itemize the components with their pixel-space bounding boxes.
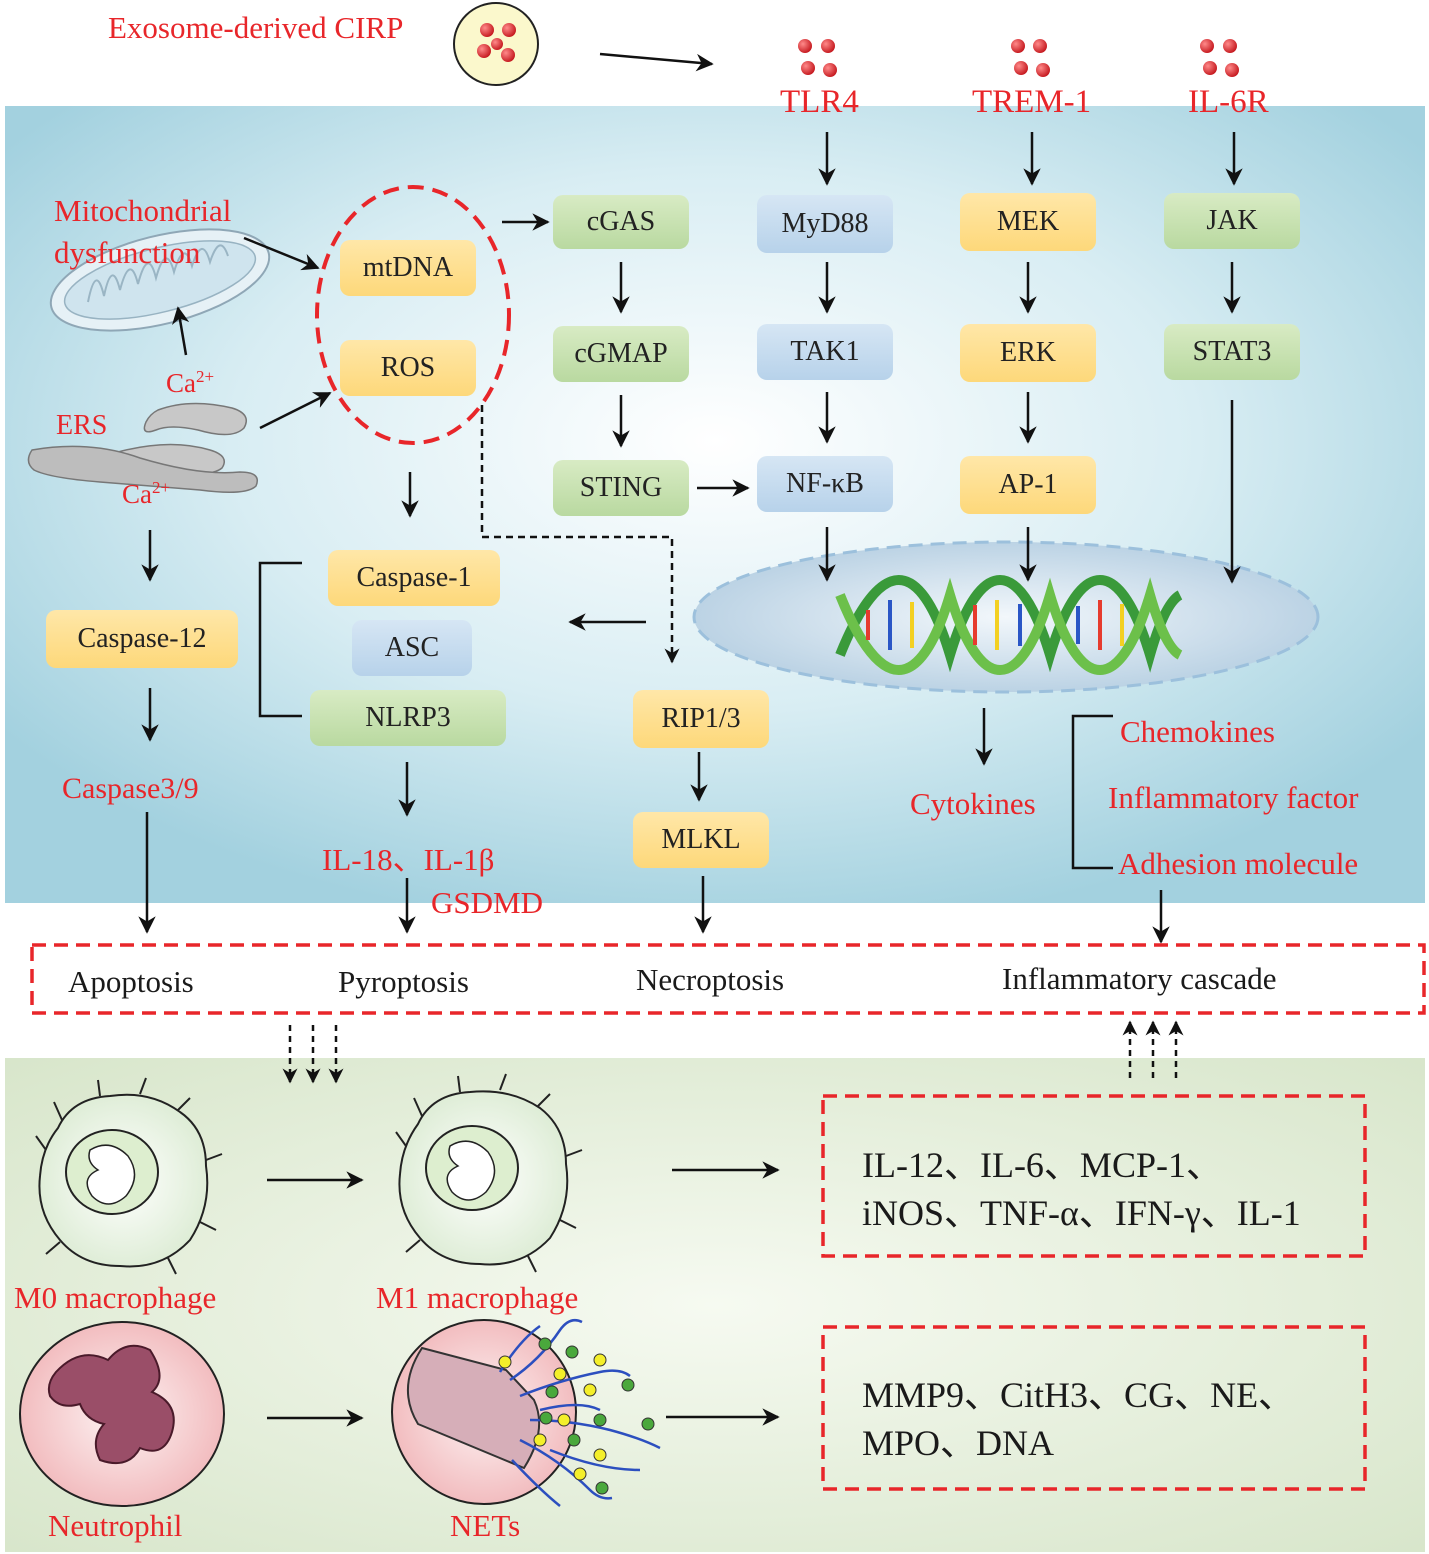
immune-panel [5, 1058, 1425, 1552]
m0-macrophage-icon [35, 1077, 223, 1275]
receptor-il6r: IL-6R [1188, 84, 1269, 120]
m1-products-line1: IL-12、IL-6、MCP-1、 [862, 1145, 1222, 1185]
mediators-bracket [1071, 714, 1113, 870]
box-caspase1: Caspase-1 [328, 550, 500, 606]
box-myd88: MyD88 [757, 195, 893, 253]
label-caspase39: Caspase3/9 [62, 772, 199, 805]
label-il18-il1b: IL-18、IL-1β [322, 842, 495, 877]
cirp-dots-trem1 [1011, 39, 1050, 77]
box-cgmap: cGMAP [553, 326, 689, 382]
box-ros: ROS [340, 340, 476, 396]
inflammasome-bracket [258, 561, 302, 718]
net-products-line2: MPO、DNA [862, 1423, 1055, 1463]
ers-label: ERS [56, 410, 108, 441]
label-cytokines: Cytokines [910, 786, 1036, 821]
box-nlrp3: NLRP3 [310, 690, 506, 746]
outcomes-box [30, 943, 1426, 1015]
cirp-dots-il6r [1200, 39, 1239, 77]
mtdna-ros-group-outline [315, 185, 511, 445]
box-jak: JAK [1164, 193, 1300, 249]
label-m0-macrophage: M0 macrophage [14, 1280, 217, 1315]
net-products-box [821, 1325, 1367, 1491]
mito-label-line1: Mitochondrial [54, 193, 232, 228]
label-chemokines: Chemokines [1120, 714, 1275, 749]
receptor-tlr4: TLR4 [780, 84, 859, 120]
outcome-necroptosis: Necroptosis [636, 962, 785, 997]
box-mlkl: MLKL [633, 812, 769, 868]
cirp-dots-exosome [477, 23, 516, 62]
label-adhesion-molecule: Adhesion molecule [1118, 846, 1359, 881]
ca-label-upper: Ca2+ [166, 367, 215, 398]
er-icon [27, 402, 258, 493]
receptor-trem1: TREM-1 [972, 84, 1092, 120]
m1-products-box [821, 1094, 1367, 1258]
nucleus-outline [692, 540, 1320, 694]
box-erk: ERK [960, 324, 1096, 382]
dna-helix-icon [835, 575, 1183, 675]
neutrophil-icon [19, 1321, 225, 1507]
label-inflammatory-factor: Inflammatory factor [1108, 780, 1359, 815]
arrow-exosome-to-receptors [599, 52, 714, 72]
ca-label-lower: Ca2+ [122, 478, 171, 509]
mito-label-line2: dysfunction [54, 235, 201, 270]
m1-products-line2: iNOS、TNF-α、IFN-γ、IL-1 [862, 1193, 1301, 1233]
label-m1-macrophage: M1 macrophage [376, 1280, 579, 1315]
outcome-inflammatory-cascade: Inflammatory cascade [1002, 961, 1277, 996]
cirp-dots-tlr4 [798, 39, 837, 77]
box-mtdna: mtDNA [340, 240, 476, 296]
label-nets: NETs [450, 1508, 521, 1543]
box-caspase12: Caspase-12 [46, 610, 238, 668]
source-label: Exosome-derived CIRP [108, 10, 404, 45]
box-ap1: AP-1 [960, 456, 1096, 514]
mitochondrion-icon [49, 228, 271, 332]
box-stat3: STAT3 [1164, 324, 1300, 380]
box-cgas: cGAS [553, 195, 689, 249]
box-sting: STING [553, 460, 689, 516]
box-mek: MEK [960, 193, 1096, 251]
net-products-line1: MMP9、CitH3、CG、NE、 [862, 1375, 1295, 1415]
nets-icon [391, 1319, 661, 1507]
box-nfkb: NF-κB [757, 456, 893, 512]
box-asc: ASC [352, 620, 472, 676]
outcome-apoptosis: Apoptosis [68, 964, 194, 999]
outcome-pyroptosis: Pyroptosis [338, 964, 469, 999]
box-tak1: TAK1 [757, 324, 893, 380]
m1-macrophage-icon [395, 1073, 583, 1273]
label-gsdmd: GSDMD [431, 885, 543, 920]
label-neutrophil: Neutrophil [48, 1508, 183, 1543]
box-rip13: RIP1/3 [633, 690, 769, 748]
